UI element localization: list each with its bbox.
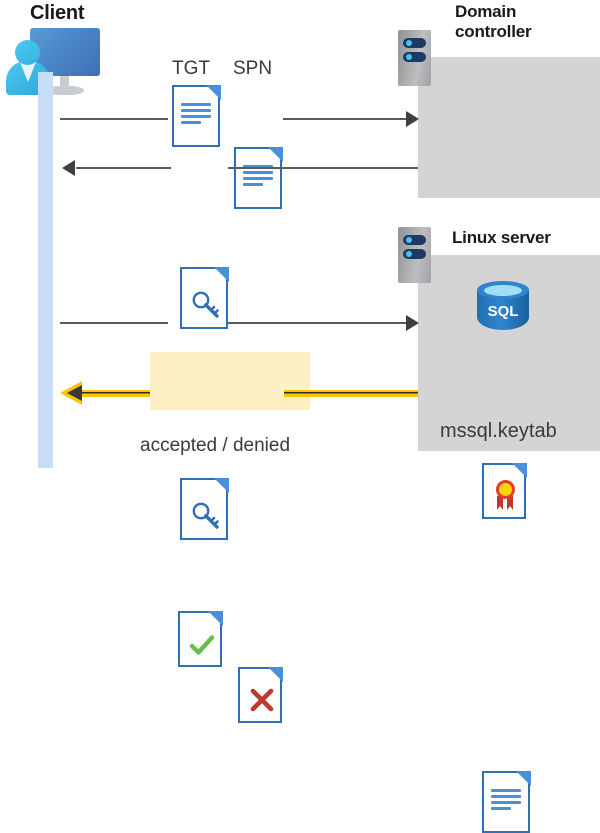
document-lines	[491, 789, 521, 813]
sql-label: SQL	[487, 303, 519, 320]
server-bay	[403, 38, 426, 48]
accepted-document-icon	[178, 610, 223, 667]
server-rack-icon	[398, 227, 431, 283]
result-highlight-box	[150, 352, 310, 410]
check-icon	[189, 635, 215, 655]
document-fold	[267, 146, 283, 162]
spn-label: SPN	[233, 58, 273, 79]
server-led-icon	[406, 54, 412, 60]
result-line-left	[80, 390, 150, 397]
certificate-document-icon	[482, 462, 527, 519]
document-lines	[243, 165, 273, 189]
document-fold	[205, 84, 221, 100]
key-icon	[192, 291, 219, 318]
result-label: accepted / denied	[140, 435, 291, 456]
message-line-3a	[60, 322, 168, 324]
domain-controller-title-line2: controller	[455, 21, 532, 41]
server-bay	[403, 52, 426, 62]
message-line-3b	[228, 322, 408, 324]
text-document-icon	[172, 84, 221, 147]
document-fold	[207, 610, 223, 626]
document-fold	[213, 266, 229, 282]
linux-server-title: Linux server	[452, 228, 551, 247]
keytab-label: mssql.keytab	[440, 420, 557, 442]
client-title: Client	[30, 2, 85, 24]
server-led-icon	[406, 40, 412, 46]
client-lifeline	[38, 72, 53, 468]
message-line-1b	[283, 118, 408, 120]
result-line-right	[284, 390, 418, 397]
text-document-icon	[234, 146, 283, 209]
monitor-base	[46, 86, 84, 95]
document-fold	[267, 666, 283, 682]
monitor-stand	[60, 76, 69, 88]
cross-icon	[250, 688, 274, 712]
arrow-head-right-icon	[406, 111, 419, 127]
message-line-2b	[228, 167, 418, 169]
message-line-2a	[76, 167, 171, 169]
seal-inner	[499, 483, 512, 496]
document-fold	[213, 477, 229, 493]
key-document-icon	[180, 266, 229, 329]
document-fold	[515, 770, 531, 786]
text-document-icon	[482, 770, 531, 833]
gold-arrow-head-inner	[67, 385, 82, 401]
server-led-icon	[406, 251, 412, 257]
server-bay	[403, 249, 426, 259]
key-document-icon	[180, 477, 229, 540]
server-led-icon	[406, 237, 412, 243]
arrow-head-left-icon	[62, 160, 75, 176]
server-rack-icon	[398, 30, 431, 86]
message-line-1a	[60, 118, 168, 120]
client-workstation-icon	[6, 28, 104, 102]
person-collar	[20, 62, 36, 82]
arrow-head-right-icon	[406, 315, 419, 331]
cylinder-top-inner	[484, 285, 522, 296]
domain-controller-title-line1: Domain	[455, 2, 517, 21]
server-bay	[403, 235, 426, 245]
diagram-canvas: Client Domain controller Linux server TG…	[6, 2, 600, 833]
key-icon	[192, 502, 219, 529]
document-lines	[181, 103, 211, 127]
sql-database-icon: SQL	[477, 281, 529, 339]
domain-controller-panel	[418, 57, 600, 198]
tgt-label: TGT	[172, 58, 210, 79]
domain-controller-title: Domain controller	[455, 2, 595, 41]
person-head-icon	[15, 40, 40, 65]
document-fold	[511, 462, 527, 478]
denied-document-icon	[238, 666, 283, 723]
